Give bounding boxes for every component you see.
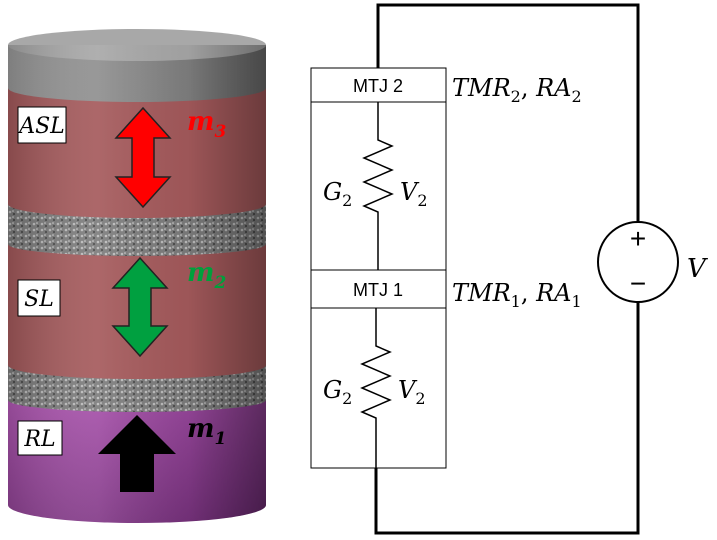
mtj2-v-label: V2 bbox=[400, 178, 428, 210]
layer-label-asl: ASL bbox=[17, 106, 67, 144]
mtj1-label: MTJ 1 bbox=[353, 280, 403, 300]
mtj1-body-box bbox=[310, 307, 447, 469]
asl-double-arrow-icon bbox=[114, 106, 172, 209]
mtj2-resistor bbox=[362, 102, 394, 270]
mtj-stack: ASL SL RL m3 m2 m1 bbox=[8, 29, 266, 523]
mtj1-v-label: V2 bbox=[398, 376, 426, 408]
mtj1-header-box bbox=[310, 269, 447, 309]
source-plus: + bbox=[630, 223, 646, 254]
layer-label-sl-text: SL bbox=[24, 287, 54, 312]
circuit-wire bbox=[376, 3, 640, 222]
mtj2-label: MTJ 2 bbox=[353, 76, 403, 96]
moment-m2: m2 bbox=[187, 258, 227, 293]
mtj1-g-label: G2 bbox=[323, 376, 352, 408]
equivalent-circuit: MTJ 2 MTJ 1 G2 V2 G2 V2 TMR2, RA2 TMR1, … bbox=[310, 3, 708, 535]
sl-double-arrow-icon bbox=[111, 256, 169, 358]
mtj2-header-box bbox=[310, 67, 447, 103]
moment-m3: m3 bbox=[187, 107, 227, 142]
layer-label-rl-text: RL bbox=[23, 427, 55, 452]
source-minus: − bbox=[630, 268, 646, 299]
layer-label-sl: SL bbox=[17, 279, 61, 317]
layer-label-rl: RL bbox=[17, 420, 63, 456]
moment-m1: m1 bbox=[187, 414, 226, 449]
mtj1-tmr-ra-label: TMR1, RA1 bbox=[452, 279, 582, 311]
mtj2-g-label: G2 bbox=[323, 178, 352, 210]
layer-label-asl-text: ASL bbox=[17, 114, 65, 139]
mtj2-tmr-ra-label: TMR2, RA2 bbox=[452, 74, 582, 106]
rl-up-arrow-icon bbox=[98, 415, 176, 492]
source-voltage-label: V bbox=[687, 254, 708, 284]
mtj1-resistor bbox=[360, 308, 392, 468]
circuit-wire-bottom bbox=[374, 301, 640, 535]
voltage-source-icon bbox=[597, 221, 679, 303]
